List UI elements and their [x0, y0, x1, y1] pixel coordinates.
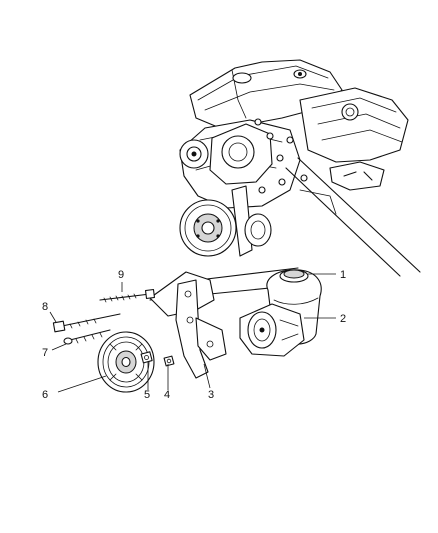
callout-1: 1 — [340, 269, 346, 281]
nut-part-5 — [140, 351, 153, 364]
engine-block-illustration — [179, 59, 409, 257]
bolt-part-7 — [63, 329, 111, 345]
callout-3: 3 — [208, 389, 214, 401]
mounting-bracket-part-3 — [149, 271, 227, 379]
callout-2: 2 — [340, 313, 346, 325]
callout-labels: 1 2 3 4 5 6 7 8 9 — [42, 269, 346, 401]
bolt-part-8 — [52, 313, 121, 333]
callout-leaders — [49, 273, 336, 393]
callout-4: 4 — [164, 389, 170, 401]
callout-9: 9 — [118, 269, 124, 281]
callout-7: 7 — [42, 347, 48, 359]
bolt-part-9 — [99, 288, 156, 303]
pump-pulley-part-6 — [97, 331, 155, 393]
callout-5: 5 — [144, 389, 150, 401]
callout-6: 6 — [42, 389, 48, 401]
nut-part-4 — [163, 355, 175, 367]
callout-8: 8 — [42, 301, 48, 313]
power-steering-pump-part-2 — [239, 269, 322, 357]
